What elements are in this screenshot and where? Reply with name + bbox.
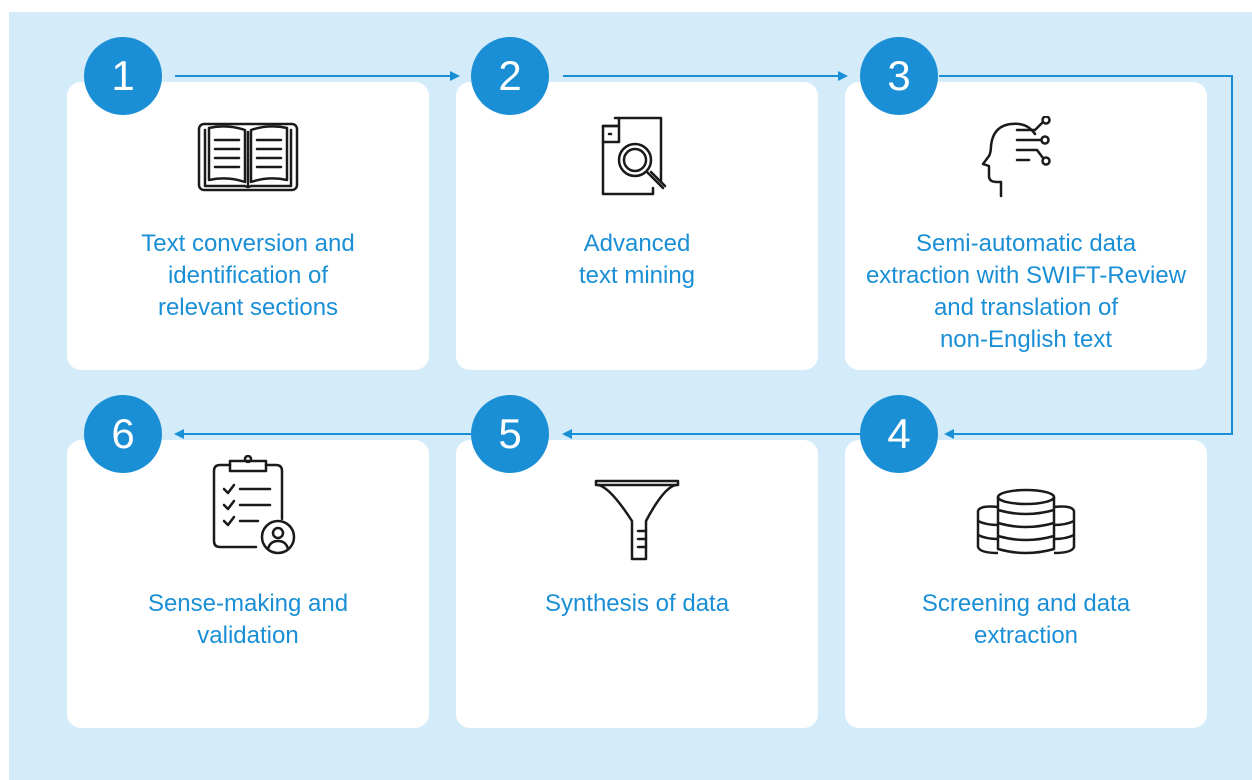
step-badge-1: 1 [84,37,162,115]
step-card-3: Semi-automatic data extraction with SWIF… [845,82,1207,370]
step-badge-3: 3 [860,37,938,115]
step-label-4: Screening and data extraction [921,590,1131,649]
step-badge-5: 5 [471,395,549,473]
clipboard-checklist-user-icon [67,455,429,555]
step-label-5: Synthesis of data [544,590,730,617]
step-badge-6: 6 [84,395,162,473]
step-card-1: Text conversion and identification of re… [67,82,429,370]
step-badge-2: 2 [471,37,549,115]
document-magnifier-icon [456,116,818,202]
step-card-6: Sense-making and validation [67,440,429,728]
step-badge-4: 4 [860,395,938,473]
step-label-1: Text conversion and identification of re… [141,230,355,321]
ai-head-icon [845,116,1207,202]
step-label-6: Sense-making and validation [147,590,349,649]
step-label-3: Semi-automatic data extraction with SWIF… [865,230,1187,353]
step-card-4: Screening and data extraction [845,440,1207,728]
step-label-2: Advanced text mining [578,230,696,289]
step-card-5: Synthesis of data [456,440,818,728]
open-book-icon [67,116,429,202]
funnel-icon [456,476,818,562]
step-card-2: Advanced text mining [456,82,818,370]
database-icon [845,482,1207,568]
